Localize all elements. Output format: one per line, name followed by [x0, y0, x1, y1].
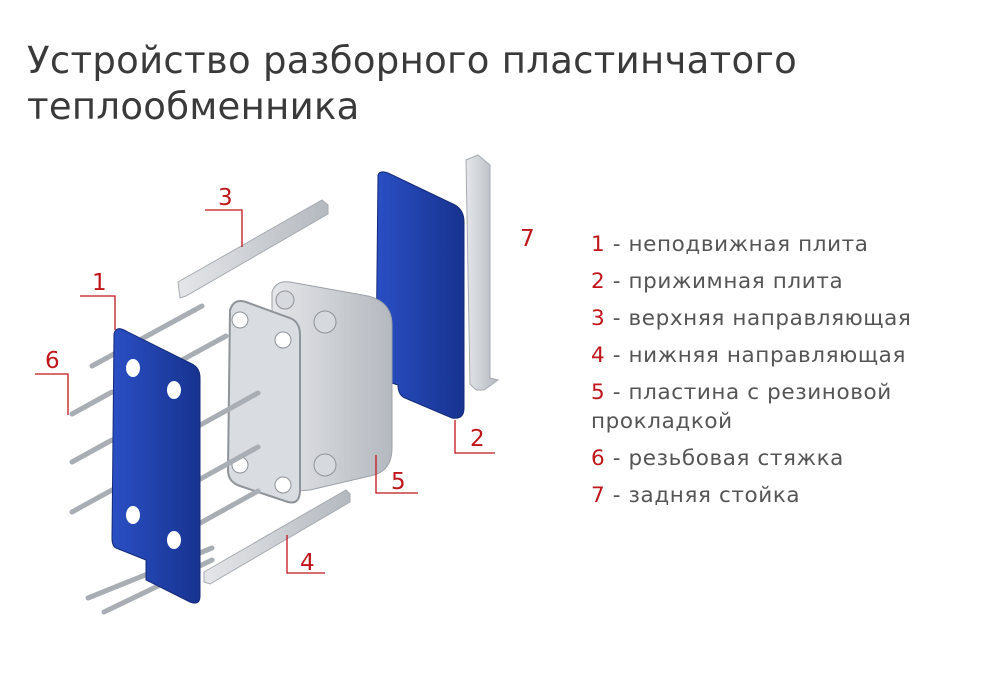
title-line-1: Устройство разборного пластинчатого — [27, 39, 798, 82]
callout-3: 3 — [218, 185, 233, 211]
legend-item-3: 3 - верхняя направляющая — [591, 300, 911, 337]
callout-lines — [35, 209, 495, 574]
legend-item-5: 5 - пластина с резиновой прокладкой — [591, 374, 911, 440]
rear-column — [465, 154, 500, 391]
legend-text: - пластина с резиновой — [612, 380, 892, 405]
legend-text: - неподвижная плита — [612, 232, 869, 257]
legend-number: 1 — [591, 232, 606, 257]
callout-6: 6 — [45, 348, 60, 374]
fixed-plate — [111, 328, 201, 604]
legend-number: 2 — [591, 269, 606, 294]
legend-text: - верхняя направляющая — [612, 306, 912, 331]
page-title: Устройство разборного пластинчатого тепл… — [27, 38, 797, 130]
legend-text: - задняя стойка — [612, 483, 801, 508]
callout-1: 1 — [92, 270, 107, 296]
title-line-2: теплообменника — [27, 85, 360, 128]
bottom-guide-rail — [203, 489, 351, 585]
callout-2: 2 — [470, 426, 485, 452]
legend-item-4: 4 - нижняя направляющая — [591, 337, 911, 374]
legend-text: - прижимная плита — [612, 269, 844, 294]
legend-number: 4 — [591, 343, 606, 368]
legend-item-6: 6 - резьбовая стяжка — [591, 440, 911, 477]
legend-number: 3 — [591, 306, 606, 331]
legend-item-7: 7 - задняя стойка — [591, 477, 911, 514]
callout-7: 7 — [520, 226, 535, 252]
top-guide-rail — [177, 199, 329, 299]
legend-text-continued: прокладкой — [591, 409, 733, 434]
legend-text: - нижняя направляющая — [612, 343, 906, 368]
legend: 1 - неподвижная плита 2 - прижимная плит… — [591, 226, 911, 514]
legend-number: 7 — [591, 483, 606, 508]
plate-pack — [271, 281, 393, 492]
legend-number: 5 — [591, 380, 606, 405]
legend-item-1: 1 - неподвижная плита — [591, 226, 911, 263]
callout-5: 5 — [391, 469, 406, 495]
legend-item-2: 2 - прижимная плита — [591, 263, 911, 300]
legend-text: - резьбовая стяжка — [612, 446, 844, 471]
legend-number: 6 — [591, 446, 606, 471]
callout-4: 4 — [300, 550, 315, 576]
